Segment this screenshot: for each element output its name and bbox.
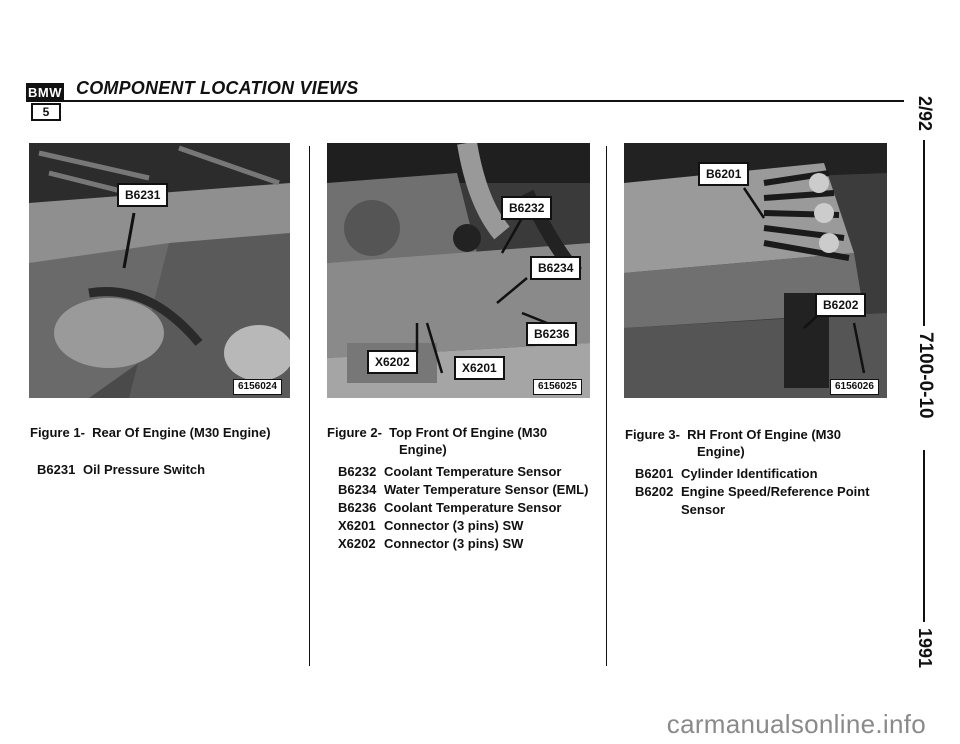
column-divider-2 bbox=[606, 146, 607, 666]
figure-3-caption: Figure 3- RH Front Of Engine (M30 Engine… bbox=[625, 426, 895, 460]
figure-2-photo-id: 6156025 bbox=[533, 379, 582, 395]
page-title: COMPONENT LOCATION VIEWS bbox=[76, 78, 359, 98]
figure-2-title-cont: Engine) bbox=[399, 442, 447, 457]
figure-2-number: Figure 2- bbox=[327, 425, 382, 440]
margin-doc-number: 7100-0-10 bbox=[915, 332, 936, 419]
legend-item: B6236 Coolant Temperature Sensor bbox=[338, 499, 603, 517]
legend-item: B6201 Cylinder Identification bbox=[635, 465, 900, 483]
figure-3-photo-id: 6156026 bbox=[830, 379, 879, 395]
callout-b6236: B6236 bbox=[526, 322, 578, 346]
figure-3-photo: B6201 B6202 6156026 bbox=[624, 143, 887, 398]
legend-item: B6232 Coolant Temperature Sensor bbox=[338, 463, 603, 481]
callout-b6232: B6232 bbox=[501, 196, 553, 220]
margin-year: 1991 bbox=[915, 628, 935, 669]
legend-code: B6236 bbox=[338, 500, 377, 515]
series-logo: 5 bbox=[31, 103, 61, 121]
margin-rule-2 bbox=[923, 450, 925, 622]
figure-1-photo: B6231 6156024 bbox=[29, 143, 290, 398]
legend-item: B6202 Engine Speed/Reference Point bbox=[635, 483, 900, 501]
callout-b6231: B6231 bbox=[117, 183, 169, 207]
legend-code: B6231 bbox=[37, 462, 76, 477]
figure-3-title-cont: Engine) bbox=[697, 444, 745, 459]
figure-3-legend: B6201 Cylinder Identification B6202 Engi… bbox=[635, 465, 900, 519]
legend-code: X6202 bbox=[338, 536, 376, 551]
legend-desc: Coolant Temperature Sensor bbox=[384, 500, 562, 515]
legend-desc-cont: Sensor bbox=[681, 502, 726, 517]
header-rule bbox=[64, 100, 904, 102]
callout-b6234: B6234 bbox=[530, 256, 582, 280]
callout-x6202: X6202 bbox=[367, 350, 418, 374]
bmw-logo: BMW bbox=[26, 83, 64, 102]
legend-code: X6201 bbox=[338, 518, 376, 533]
margin-date: 2/92 bbox=[915, 96, 935, 132]
legend-desc: Engine Speed/Reference Point bbox=[681, 484, 870, 499]
legend-code: B6201 bbox=[635, 466, 674, 481]
column-divider-1 bbox=[309, 146, 310, 666]
figure-3-title: RH Front Of Engine (M30 bbox=[687, 427, 841, 442]
legend-code: B6234 bbox=[338, 482, 377, 497]
figure-1-caption: Figure 1- Rear Of Engine (M30 Engine) bbox=[30, 424, 300, 441]
figure-1-number: Figure 1- bbox=[30, 425, 85, 440]
legend-desc: Cylinder Identification bbox=[681, 466, 818, 481]
callout-b6202: B6202 bbox=[815, 293, 867, 317]
legend-item: X6202 Connector (3 pins) SW bbox=[338, 535, 603, 553]
watermark: carmanualsonline.info bbox=[666, 709, 926, 739]
figure-1-legend: B6231 Oil Pressure Switch bbox=[37, 461, 302, 479]
legend-desc: Oil Pressure Switch bbox=[83, 462, 206, 477]
figure-1-photo-id: 6156024 bbox=[233, 379, 282, 395]
figure-2-caption: Figure 2- Top Front Of Engine (M30 Engin… bbox=[327, 424, 597, 458]
legend-desc: Connector (3 pins) SW bbox=[384, 518, 524, 533]
callout-b6201: B6201 bbox=[698, 162, 750, 186]
legend-desc: Coolant Temperature Sensor bbox=[384, 464, 562, 479]
legend-item: B6231 Oil Pressure Switch bbox=[37, 461, 302, 479]
figure-2-title: Top Front Of Engine (M30 bbox=[389, 425, 548, 440]
legend-item: B6234 Water Temperature Sensor (EML) bbox=[338, 481, 603, 499]
margin-rule-1 bbox=[923, 140, 925, 326]
legend-desc: Water Temperature Sensor (EML) bbox=[384, 482, 589, 497]
callout-x6201: X6201 bbox=[454, 356, 505, 380]
legend-item: X6201 Connector (3 pins) SW bbox=[338, 517, 603, 535]
figure-1-title: Rear Of Engine (M30 Engine) bbox=[92, 425, 271, 440]
legend-desc: Connector (3 pins) SW bbox=[384, 536, 524, 551]
figure-2-photo: B6232 B6234 B6236 X6202 X6201 6156025 bbox=[327, 143, 590, 398]
figure-3-number: Figure 3- bbox=[625, 427, 680, 442]
legend-code: B6232 bbox=[338, 464, 377, 479]
legend-code: B6202 bbox=[635, 484, 674, 499]
figure-2-legend: B6232 Coolant Temperature Sensor B6234 W… bbox=[338, 463, 603, 553]
